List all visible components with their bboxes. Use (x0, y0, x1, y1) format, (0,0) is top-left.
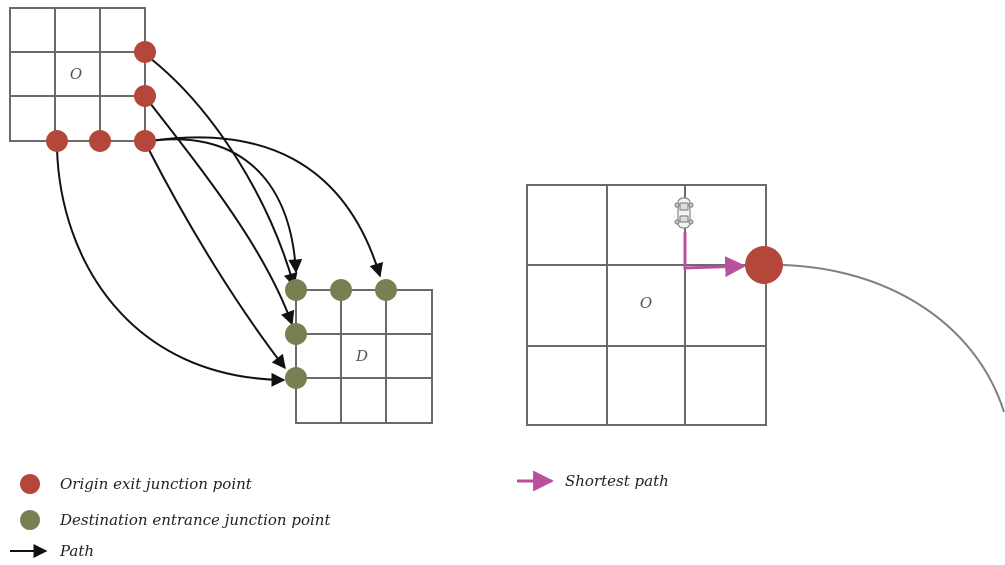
origin-exit-point (134, 41, 156, 63)
legend-origin-exit-swatch (20, 474, 40, 494)
destination-entrance-point (285, 279, 307, 301)
legend-destination-entrance-swatch (20, 510, 40, 530)
legend-origin-exit-label: Origin exit junction point (60, 475, 253, 493)
legend-shortest-path-label: Shortest path (565, 472, 669, 490)
path-arrow (147, 147, 286, 370)
origin-exit-point (134, 85, 156, 107)
legend-path-label: Path (59, 542, 94, 560)
destination-grid (295, 289, 433, 424)
origin-exit-point (46, 130, 68, 152)
destination-entrance-point (375, 279, 397, 301)
path-arrow (149, 57, 298, 288)
path-arrow (56, 147, 286, 387)
shortest-path-arrow (683, 232, 747, 278)
legend-destination-entrance-label: Destination entrance junction point (59, 511, 331, 529)
destination-entrance-point (285, 367, 307, 389)
paths (56, 57, 384, 387)
destination-entrance-points (285, 279, 397, 389)
destination-entrance-point (330, 279, 352, 301)
origin-exit-point (134, 130, 156, 152)
path-arrow (149, 102, 295, 326)
origin-grid-left (9, 7, 146, 142)
route-curve (763, 263, 1005, 413)
car-icon (674, 197, 694, 229)
destination-label: D (355, 347, 368, 365)
destination-entrance-point (285, 323, 307, 345)
origin-label-right: O (640, 294, 652, 312)
legend: Origin exit junction point Destination e… (10, 470, 669, 560)
origin-exit-points (46, 41, 156, 152)
path-arrow (149, 138, 303, 274)
origin-exit-point (89, 130, 111, 152)
origin-label-left: O (70, 65, 82, 83)
path-arrow (149, 136, 384, 278)
origin-exit-point-large (745, 246, 783, 284)
